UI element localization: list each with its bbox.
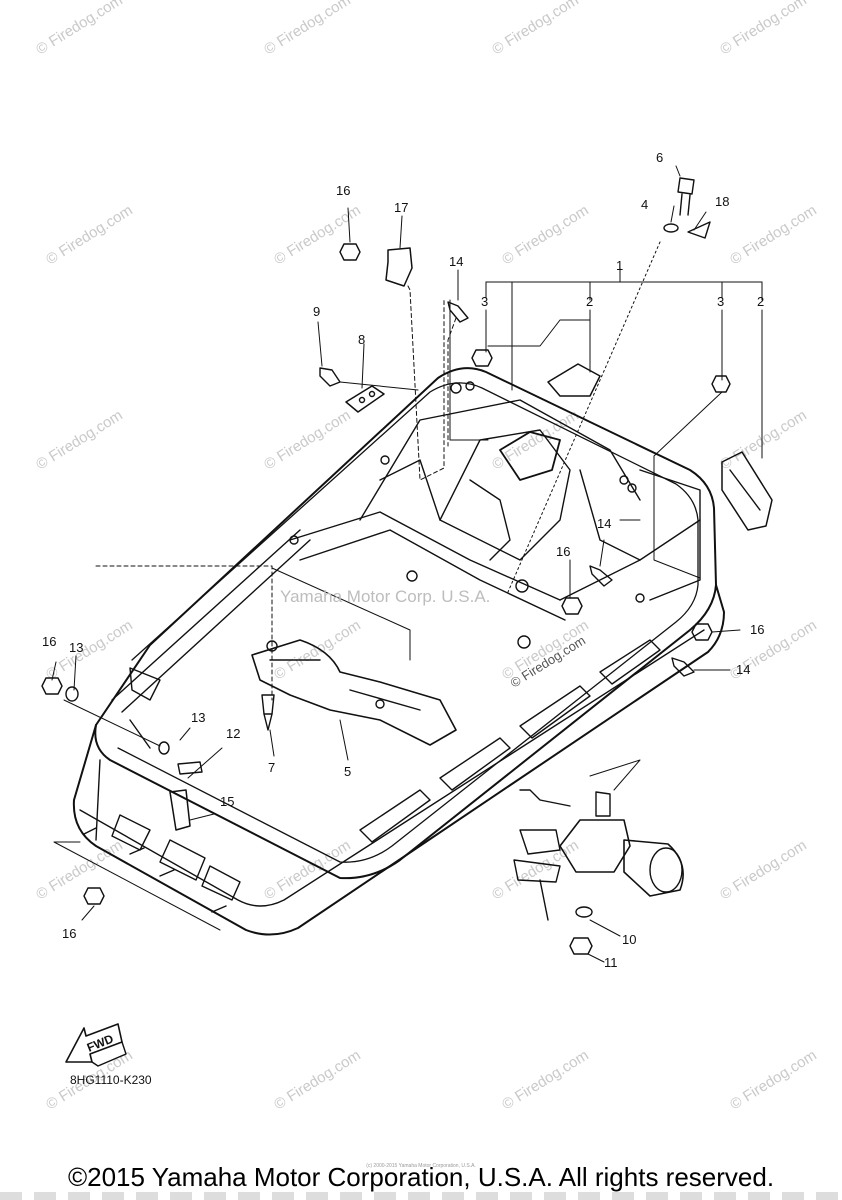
frame-assembly <box>72 367 725 936</box>
background-watermark: © Firedog.com <box>489 407 582 474</box>
part-6-bolt <box>677 177 695 216</box>
part-2-bumper-right <box>721 451 773 531</box>
background-watermark: © Firedog.com <box>499 1047 592 1114</box>
callout-4: 4 <box>641 197 648 212</box>
callout-labels: 1 2 2 3 3 4 5 6 7 8 9 10 11 12 13 13 14 … <box>42 150 764 970</box>
background-watermark: © Firedog.com <box>33 407 126 474</box>
callout-3: 3 <box>481 294 488 309</box>
background-watermark: © Firedog.com <box>271 617 364 684</box>
part-13-washer-left <box>65 686 79 702</box>
part-16-nut-left <box>41 677 63 695</box>
background-watermark: © Firedog.com <box>261 837 354 904</box>
callout-17: 17 <box>394 200 408 215</box>
background-watermark: © Firedog.com <box>717 837 810 904</box>
background-watermark: © Firedog.com <box>727 202 820 269</box>
callout-16: 16 <box>62 926 76 941</box>
callout-5: 5 <box>344 764 351 779</box>
background-watermark: © Firedog.com <box>33 837 126 904</box>
leader-lines <box>51 165 763 963</box>
callout-1: 1 <box>616 258 623 273</box>
part-15-clip <box>169 789 191 831</box>
callout-14: 14 <box>449 254 463 269</box>
callout-15: 15 <box>220 794 234 809</box>
part-14-bolt-right <box>671 657 695 677</box>
part-steering-actuator <box>513 789 684 921</box>
copyright-footer: ©2015 Yamaha Motor Corporation, U.S.A. A… <box>67 1162 775 1192</box>
background-watermark: © Firedog.com <box>489 837 582 904</box>
part-9-bolt <box>319 367 341 387</box>
callout-16: 16 <box>556 544 570 559</box>
part-16-nut-mid <box>561 597 583 615</box>
part-12-bolt <box>177 761 203 775</box>
part-4-washer <box>663 223 679 233</box>
part-8-plate <box>345 385 385 413</box>
callout-2: 2 <box>757 294 764 309</box>
callout-8: 8 <box>358 332 365 347</box>
part-3-nut-right <box>711 375 731 393</box>
background-watermark: © Firedog.com <box>261 0 354 58</box>
tiny-copyright-notice: (c) 2000-2015 Yamaha Motor Corporation, … <box>366 1163 476 1169</box>
part-3-nut-left <box>471 349 493 367</box>
part-16-nut-top <box>339 243 361 261</box>
bottom-border-strip <box>0 1192 842 1200</box>
callout-16: 16 <box>42 634 56 649</box>
part-14-bolt-mid <box>589 565 613 587</box>
callout-6: 6 <box>656 150 663 165</box>
part-11-nut <box>569 937 593 955</box>
callout-2: 2 <box>586 294 593 309</box>
background-watermark: © Firedog.com <box>717 407 810 474</box>
part-16-nut-bottom <box>83 887 105 905</box>
reference-code: 8HG1110-K230 <box>70 1073 152 1087</box>
part-10-washer <box>575 906 593 918</box>
watermark-layer: © Firedog.com © Firedog.com © Firedog.com ©… <box>33 0 820 1113</box>
background-watermark: © Firedog.com <box>43 617 136 684</box>
background-watermark: © Firedog.com <box>271 1047 364 1114</box>
part-16-nut-right <box>691 623 713 641</box>
background-watermark: © Firedog.com <box>33 0 126 58</box>
background-watermark: © Firedog.com <box>261 407 354 474</box>
callout-9: 9 <box>313 304 320 319</box>
callout-7: 7 <box>268 760 275 775</box>
background-watermark: © Firedog.com <box>727 1047 820 1114</box>
part-18-pin <box>687 221 711 239</box>
callout-13: 13 <box>69 640 83 655</box>
callout-11: 11 <box>604 955 618 970</box>
callout-16: 16 <box>750 622 764 637</box>
part-14-bolt-top <box>447 301 469 323</box>
background-watermark: © Firedog.com <box>43 202 136 269</box>
part-17-bracket <box>385 247 413 287</box>
callout-13: 13 <box>191 710 205 725</box>
part-2-bumper-left <box>547 363 601 397</box>
callout-14: 14 <box>736 662 750 677</box>
callout-10: 10 <box>622 932 636 947</box>
background-watermark: © Firedog.com <box>499 202 592 269</box>
center-watermark: Yamaha Motor Corp. U.S.A. <box>280 587 490 606</box>
part-13-washer-mid <box>158 741 170 755</box>
callout-18: 18 <box>715 194 729 209</box>
callout-14: 14 <box>597 516 611 531</box>
studs <box>83 827 227 913</box>
callout-3: 3 <box>717 294 724 309</box>
background-watermark: © Firedog.com <box>489 0 582 58</box>
background-watermark: © Firedog.com <box>717 0 810 58</box>
part-7-screw <box>261 694 275 731</box>
callout-16: 16 <box>336 183 350 198</box>
callout-12: 12 <box>226 726 240 741</box>
